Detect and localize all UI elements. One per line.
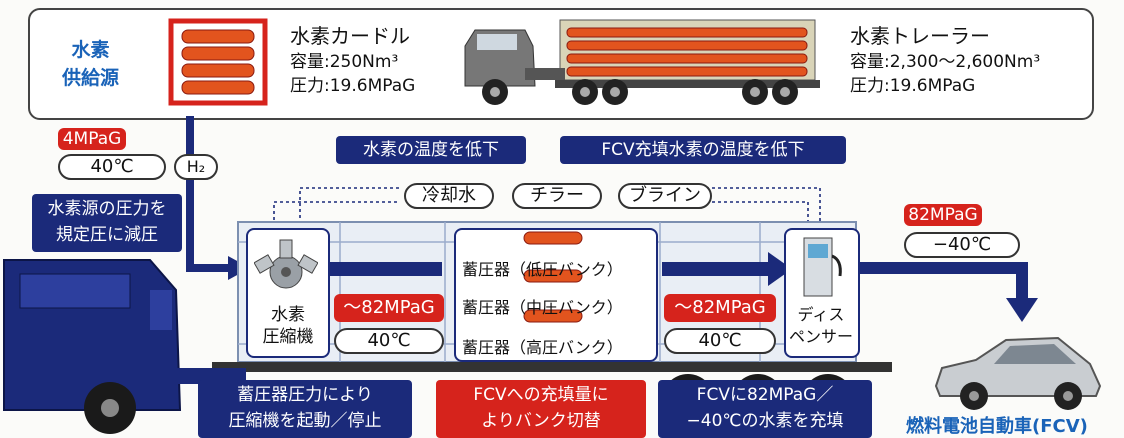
- dispenser-temp-pill: 40℃: [664, 328, 776, 354]
- dispenser-pressure-badge: 〜82MPaG: [664, 294, 776, 322]
- reduce-pressure-callout: 水素源の圧力を 規定圧に減圧: [32, 194, 182, 252]
- compressor-control-callout: 蓄圧器圧力により 圧縮機を起動／停止: [198, 380, 412, 438]
- fcv-car-icon: [934, 336, 1102, 410]
- outlet-temp-pill: −40℃: [904, 232, 1020, 258]
- chiller-pill: チラー: [512, 183, 602, 209]
- hydrogen-temp-down-callout: 水素の温度を低下: [336, 136, 526, 164]
- brine-pill: ブライン: [618, 183, 712, 209]
- dispenser-label: ディス ペンサー: [788, 305, 853, 346]
- tractor-truck-icon: [3, 259, 246, 434]
- curdle-title: 水素カードル: [290, 24, 410, 48]
- outlet-pressure-badge: 82MPaG: [904, 204, 982, 226]
- trailer-info: 水素トレーラー 容量:2,300〜2,600Nm³ 圧力:19.6MPaG: [850, 22, 1040, 98]
- trailer-title: 水素トレーラー: [850, 24, 990, 48]
- curdle-capacity: 容量:250Nm³: [290, 52, 399, 72]
- hydrogen-curdle-icon: [168, 18, 268, 106]
- compressor-icon: [254, 239, 318, 289]
- hydrogen-trailer-truck-icon: [464, 19, 820, 105]
- bank-mid-label: 蓄圧器（中圧バンク）: [462, 298, 623, 317]
- bank-low-label: 蓄圧器（低圧バンク）: [462, 260, 623, 279]
- bank-high-label: 蓄圧器（高圧バンク）: [462, 338, 623, 357]
- bank-switch-callout: FCVへの充填量に よりバンク切替: [436, 380, 646, 438]
- dispenser-icon: [803, 237, 842, 297]
- compressor-temp-pill: 40℃: [334, 328, 444, 354]
- fcv-temp-down-callout: FCV充填水素の温度を低下: [560, 136, 846, 164]
- accumulator-banks-box: [454, 228, 658, 362]
- compressor-pressure-badge: 〜82MPaG: [334, 294, 444, 322]
- trailer-capacity: 容量:2,300〜2,600Nm³: [850, 52, 1041, 72]
- supply-source-label: 水素 供給源: [62, 39, 120, 89]
- fcv-label: 燃料電池自動車(FCV): [906, 416, 1088, 437]
- curdle-pressure: 圧力:19.6MPaG: [290, 76, 416, 96]
- compressor-label: 水素 圧縮機: [262, 305, 314, 347]
- inlet-temp-pill: 40℃: [58, 154, 166, 180]
- curdle-info: 水素カードル 容量:250Nm³ 圧力:19.6MPaG: [290, 22, 415, 98]
- h2-pill: H₂: [174, 154, 218, 180]
- accumulator-cylinder-icons: [523, 231, 583, 323]
- inlet-pressure-badge: 4MPaG: [58, 128, 126, 150]
- trailer-pressure: 圧力:19.6MPaG: [850, 76, 976, 96]
- fcv-fill-callout: FCVに82MPaG／ −40℃の水素を充填: [658, 380, 872, 438]
- cooling-water-pill: 冷却水: [404, 183, 494, 209]
